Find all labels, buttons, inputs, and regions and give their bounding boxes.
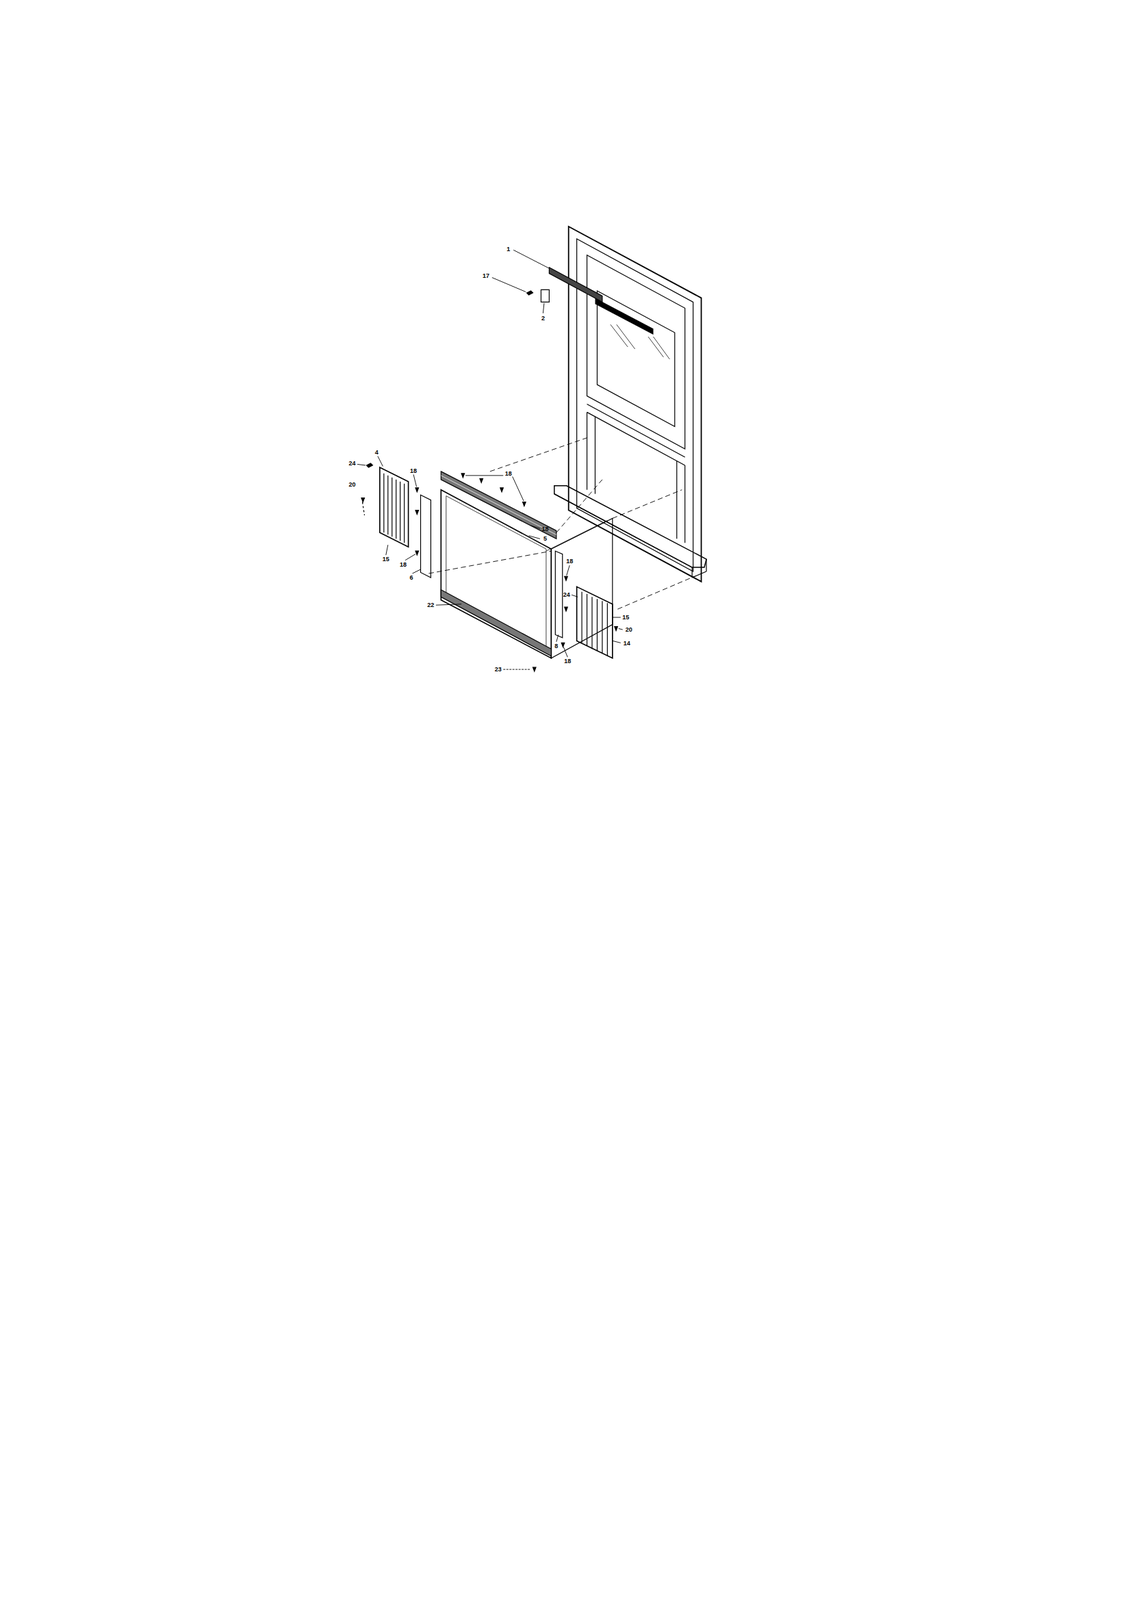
left-curtain — [361, 463, 409, 547]
callout-number: 18 — [399, 560, 408, 569]
top-channel — [440, 471, 556, 539]
callout-number: 18 — [565, 557, 574, 566]
callout-number: 14 — [622, 639, 632, 647]
callout-number: 20 — [348, 481, 357, 489]
callout-number: 18 — [563, 657, 572, 666]
callout-number: 15 — [381, 555, 391, 564]
bottom-channel — [440, 590, 551, 657]
window-frame — [554, 226, 707, 582]
callout-number: 24 — [348, 459, 357, 468]
callout-number: 18 — [540, 524, 549, 533]
callout-number: 8 — [553, 642, 559, 651]
callout-number: 15 — [621, 613, 630, 622]
right-curtain — [577, 586, 619, 658]
guide-lines — [428, 436, 695, 610]
callout-number: 23 — [494, 665, 503, 674]
callout-number: 5 — [542, 535, 548, 543]
callout-number: 4 — [374, 448, 380, 456]
callout-number: 22 — [426, 601, 435, 610]
callout-number: 20 — [624, 626, 634, 634]
top-rail — [527, 267, 603, 303]
callout-number: 18 — [504, 470, 513, 478]
callout-number: 18 — [409, 466, 418, 475]
callout-number: 6 — [409, 574, 415, 582]
callout-number: 24 — [562, 591, 571, 599]
left-strip — [415, 488, 431, 578]
callout-number: 17 — [481, 271, 491, 280]
callout-number: 2 — [540, 314, 546, 323]
callout-number: 1 — [505, 245, 511, 253]
leader-lines — [357, 249, 623, 670]
right-strip — [555, 550, 568, 647]
